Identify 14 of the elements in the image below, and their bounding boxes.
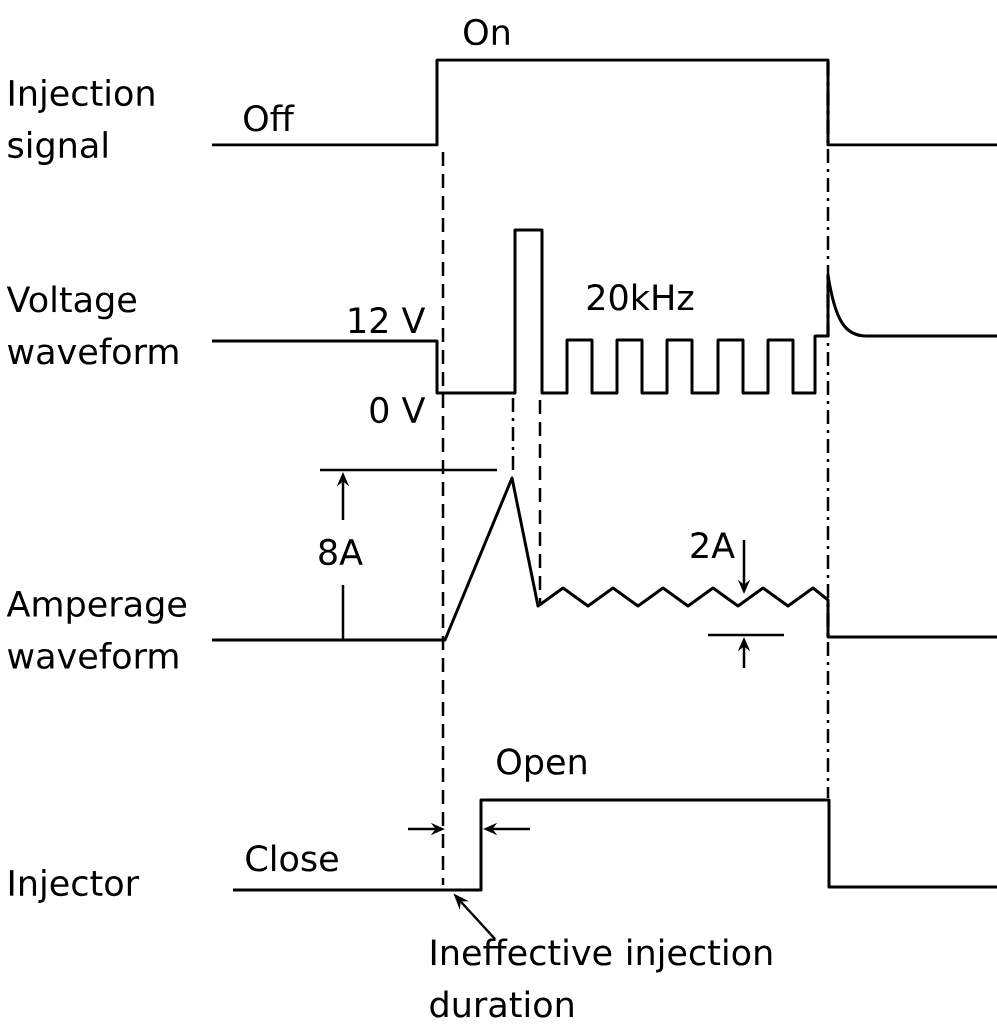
dimension-label: 8A <box>319 538 363 566</box>
row-label: Injector <box>9 869 140 903</box>
injector-waveform <box>233 798 997 892</box>
row-label: Injection signal <box>8 79 154 165</box>
row-label: Voltage waveform <box>6 285 178 365</box>
state-label: Off <box>244 104 295 132</box>
state-label: Close <box>246 844 338 872</box>
level-label: 12 V <box>349 307 426 333</box>
state-label: On <box>464 18 509 46</box>
annotation-text: Ineffective injection duration <box>430 938 772 1018</box>
dimension-label: 2A <box>691 532 735 558</box>
row-label: Amperage waveform <box>6 591 186 669</box>
frequency-label: 20kHz <box>587 283 694 311</box>
level-label: 0 V <box>370 396 426 424</box>
